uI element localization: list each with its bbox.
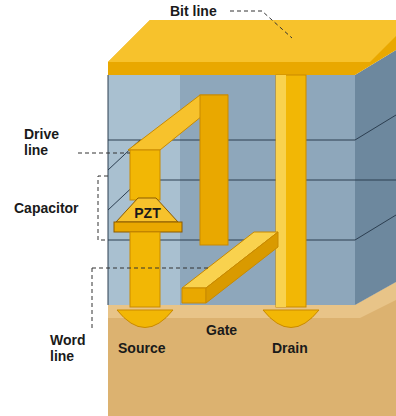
drain-pillar-hl — [276, 75, 286, 307]
source-diffusion — [117, 310, 173, 328]
gate-front — [182, 288, 206, 303]
drive-line-post — [200, 95, 228, 245]
gate-label: Gate — [206, 322, 256, 338]
bit-line-label: Bit line — [170, 3, 230, 19]
drain-diffusion — [263, 310, 319, 328]
drive-line-pillar — [130, 150, 160, 200]
bit-line-top — [108, 20, 396, 62]
pzt-text: PZT — [134, 205, 160, 221]
gate-side — [206, 232, 278, 303]
capacitor-label: Capacitor — [14, 200, 94, 216]
bit-line-slab — [108, 20, 396, 75]
drain-pillar — [276, 75, 306, 307]
source-label: Source — [118, 340, 178, 356]
capacitor-plate — [114, 222, 182, 232]
pzt-layer — [116, 198, 178, 222]
drain-label: Drain — [272, 340, 332, 356]
leader-lines — [78, 11, 292, 328]
pzt-node: PZT — [132, 204, 163, 222]
word-line-label: Word line — [50, 332, 90, 364]
source-pillar — [130, 232, 160, 307]
drive-line-label: Drive line — [24, 126, 74, 158]
block-side — [355, 50, 396, 305]
